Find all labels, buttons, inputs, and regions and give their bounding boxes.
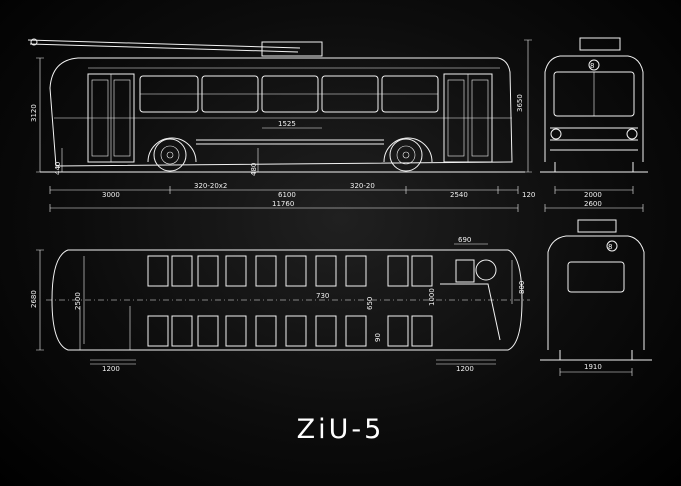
page-title: ZiU-5 bbox=[296, 414, 385, 445]
front-body-outline bbox=[544, 55, 644, 162]
rear-route-badge bbox=[606, 240, 618, 252]
dim-tyre-front: 320-20x2 bbox=[194, 182, 227, 190]
dim-wheelbase: 6100 bbox=[278, 191, 296, 199]
dim-plan-rear-door: 1200 bbox=[102, 365, 120, 373]
plan-rear-door bbox=[79, 306, 131, 350]
dim-side-body: 440 bbox=[54, 162, 62, 175]
front-pole-base bbox=[579, 37, 621, 51]
dim-front-track: 2000 bbox=[584, 191, 602, 199]
front-wheels bbox=[540, 162, 648, 173]
dim-window-span: 1525 bbox=[278, 120, 296, 128]
dim-front-height: 3650 bbox=[516, 94, 524, 112]
rear-wheels bbox=[540, 350, 652, 361]
rear-view bbox=[540, 219, 652, 376]
dim-plan-door-offset: 800 bbox=[518, 281, 526, 294]
plan-steering-wheel bbox=[475, 259, 497, 281]
dim-plan-front-door: 1200 bbox=[456, 365, 474, 373]
dim-side-height: 3120 bbox=[30, 104, 38, 122]
plan-seats-upper bbox=[147, 255, 433, 287]
plan-body-outline bbox=[51, 249, 523, 351]
front-badge-number: 8 bbox=[590, 62, 594, 70]
plan-view bbox=[36, 243, 530, 365]
plan-front-door-step bbox=[440, 283, 501, 341]
dim-plan-seat-pitch: 730 bbox=[316, 292, 329, 300]
front-headlight-right bbox=[626, 128, 638, 140]
dim-front-overhang: 3000 bbox=[102, 191, 120, 199]
rear-pole-base bbox=[577, 219, 617, 233]
dim-wheel-height: 480 bbox=[250, 163, 258, 176]
dim-tyre-rear: 320-20 bbox=[350, 182, 375, 190]
trolley-shoe bbox=[30, 38, 38, 46]
dim-length-total: 11760 bbox=[272, 200, 294, 208]
trolley-pole-upper bbox=[27, 39, 301, 49]
rear-window bbox=[567, 261, 625, 293]
dim-plan-step: 90 bbox=[374, 333, 382, 342]
dim-rear-track: 1910 bbox=[584, 363, 602, 371]
dim-plan-door-depth: 1000 bbox=[428, 288, 436, 306]
side-wheels bbox=[147, 137, 433, 172]
dim-rear-overhang: 2540 bbox=[450, 191, 468, 199]
dim-plan-width-outer: 2680 bbox=[30, 290, 38, 308]
dim-plan-width-inner: 2500 bbox=[74, 292, 82, 310]
front-headlight-left bbox=[550, 128, 562, 140]
plan-driver-seat bbox=[455, 259, 475, 283]
dim-plan-door-width: 690 bbox=[458, 236, 471, 244]
front-route-badge bbox=[588, 59, 600, 71]
rear-badge-number: 8 bbox=[608, 243, 612, 251]
dim-front-width: 2600 bbox=[584, 200, 602, 208]
plan-seats-lower bbox=[147, 315, 433, 347]
pole-base bbox=[261, 41, 323, 57]
side-view bbox=[27, 38, 532, 212]
side-doors bbox=[87, 73, 493, 163]
trolley-pole-lower bbox=[29, 43, 299, 53]
side-windows bbox=[139, 75, 439, 113]
dim-bumper: 120 bbox=[522, 191, 535, 199]
rear-body-outline bbox=[547, 235, 645, 350]
front-grille bbox=[550, 127, 638, 151]
side-body-outline bbox=[49, 57, 513, 167]
front-view bbox=[540, 37, 648, 212]
dim-plan-aisle: 650 bbox=[366, 297, 374, 310]
